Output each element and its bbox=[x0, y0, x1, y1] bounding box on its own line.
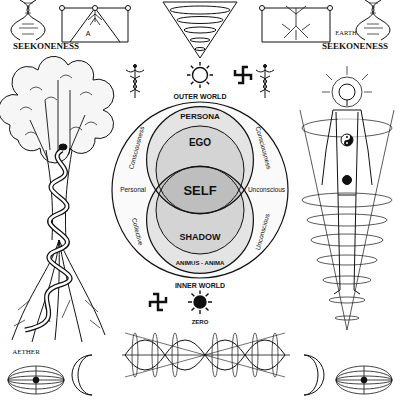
text-label: EARTH bbox=[335, 30, 356, 37]
circle-outline bbox=[147, 107, 254, 214]
text-label: Personal bbox=[120, 187, 146, 194]
text-label: SEEKONENESS bbox=[13, 42, 79, 51]
dna-helix bbox=[11, 0, 45, 40]
circle-outline bbox=[146, 106, 254, 214]
text-label: SEEKONENESS bbox=[322, 42, 388, 51]
text-label: A bbox=[86, 30, 91, 37]
circle-outline bbox=[156, 126, 244, 214]
tree-with-serpent bbox=[0, 56, 114, 342]
text-label: INNER WORLD bbox=[175, 282, 225, 289]
field-figure bbox=[8, 366, 64, 394]
black-sun-symbol bbox=[188, 291, 212, 315]
triangle-diagram bbox=[60, 6, 131, 43]
tree-diagram bbox=[260, 6, 333, 43]
dna-helix bbox=[356, 0, 390, 40]
region-label: ANIMUS - ANIMA bbox=[176, 260, 224, 266]
energy-figure bbox=[300, 66, 394, 330]
psyche-ground bbox=[112, 102, 288, 278]
caduceus-symbol bbox=[126, 65, 144, 99]
swastika-symbol bbox=[150, 294, 166, 310]
region-label: PERSONA bbox=[180, 113, 220, 121]
line-art bbox=[0, 0, 394, 395]
caduceus-symbol bbox=[256, 65, 274, 99]
crescent-shape bbox=[304, 355, 324, 395]
region-label: EGO bbox=[189, 138, 211, 148]
psyche-circle: PERSONA EGO bbox=[146, 106, 254, 214]
text-label: AETHER bbox=[12, 349, 40, 356]
text-label: Unconscious bbox=[248, 187, 285, 194]
text-label: SELF bbox=[183, 184, 216, 197]
wave-coil bbox=[122, 333, 290, 377]
sun-symbol bbox=[187, 62, 213, 88]
swastika-symbol bbox=[235, 67, 251, 83]
text-label: OUTER WORLD bbox=[174, 93, 227, 100]
circle-outline bbox=[147, 167, 254, 274]
region-label: SHADOW bbox=[180, 233, 221, 242]
text-label: ZERO bbox=[190, 318, 211, 326]
psyche-circle: SHADOW ANIMUS - ANIMA bbox=[146, 166, 254, 274]
circle-outline bbox=[146, 166, 254, 274]
circle-outline bbox=[156, 166, 244, 254]
vortex-cone bbox=[163, 2, 237, 58]
field-figure bbox=[336, 366, 392, 394]
crescent-shape bbox=[72, 355, 92, 395]
